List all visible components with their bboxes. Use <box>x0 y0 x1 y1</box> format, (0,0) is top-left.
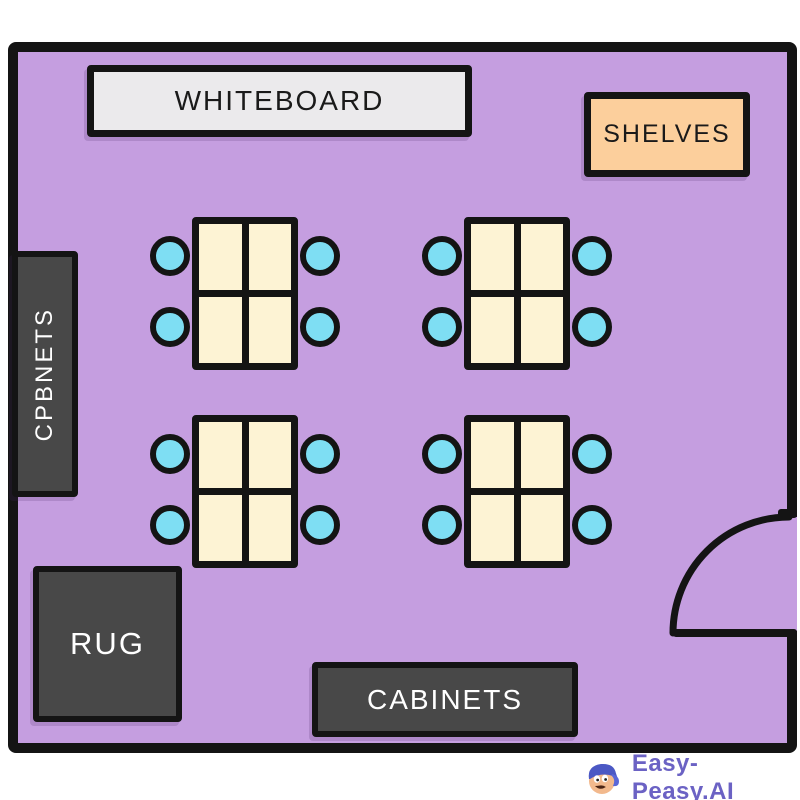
chair <box>300 505 340 545</box>
desk <box>471 297 514 363</box>
desk <box>471 422 514 488</box>
chair <box>422 307 462 347</box>
chair <box>572 434 612 474</box>
chair <box>150 307 190 347</box>
desk-cluster <box>464 415 570 568</box>
chair <box>422 236 462 276</box>
door-frame-stub <box>778 509 797 518</box>
whiteboard-label: WHITEBOARD <box>174 85 385 116</box>
door-leaf <box>673 629 797 637</box>
rug: RUG <box>33 566 182 722</box>
chair <box>422 505 462 545</box>
table-group-bottom-left <box>150 415 340 568</box>
desk <box>199 495 242 561</box>
cabinets-label: CABINETS <box>366 683 524 715</box>
chair <box>300 307 340 347</box>
table-group-bottom-right <box>422 415 612 568</box>
desk <box>520 422 563 488</box>
whiteboard: WHITEBOARD <box>87 65 472 137</box>
desk <box>471 495 514 561</box>
chair <box>422 434 462 474</box>
desk <box>248 422 291 488</box>
shelves-label: SHELVES <box>603 120 731 148</box>
wall-cabinet-left: CPBNETS <box>12 251 78 497</box>
desk <box>199 422 242 488</box>
chair <box>150 434 190 474</box>
logo-text: Easy-Peasy.AI <box>631 750 735 800</box>
chair <box>150 236 190 276</box>
desk-cluster <box>192 415 298 568</box>
cabinets: CABINETS <box>312 662 578 737</box>
desk-cluster <box>192 217 298 370</box>
desk <box>471 224 514 290</box>
desk <box>248 224 291 290</box>
chair <box>150 505 190 545</box>
logo-mascot-icon <box>588 763 619 794</box>
wall-cabinet-left-label: CPBNETS <box>31 306 58 442</box>
chair <box>300 236 340 276</box>
rug-label: RUG <box>70 626 145 661</box>
desk <box>199 297 242 363</box>
table-group-top-left <box>150 217 340 370</box>
chair <box>300 434 340 474</box>
shelves: SHELVES <box>584 92 750 177</box>
chair <box>572 236 612 276</box>
easy-peasy-logo: Easy-Peasy.AI <box>585 750 800 800</box>
desk <box>520 297 563 363</box>
chair <box>572 505 612 545</box>
desk <box>199 224 242 290</box>
chair <box>572 307 612 347</box>
desk <box>520 495 563 561</box>
desk <box>248 297 291 363</box>
desk-cluster <box>464 217 570 370</box>
door-opening <box>784 517 797 631</box>
desk <box>248 495 291 561</box>
table-group-top-right <box>422 217 612 370</box>
desk <box>520 224 563 290</box>
